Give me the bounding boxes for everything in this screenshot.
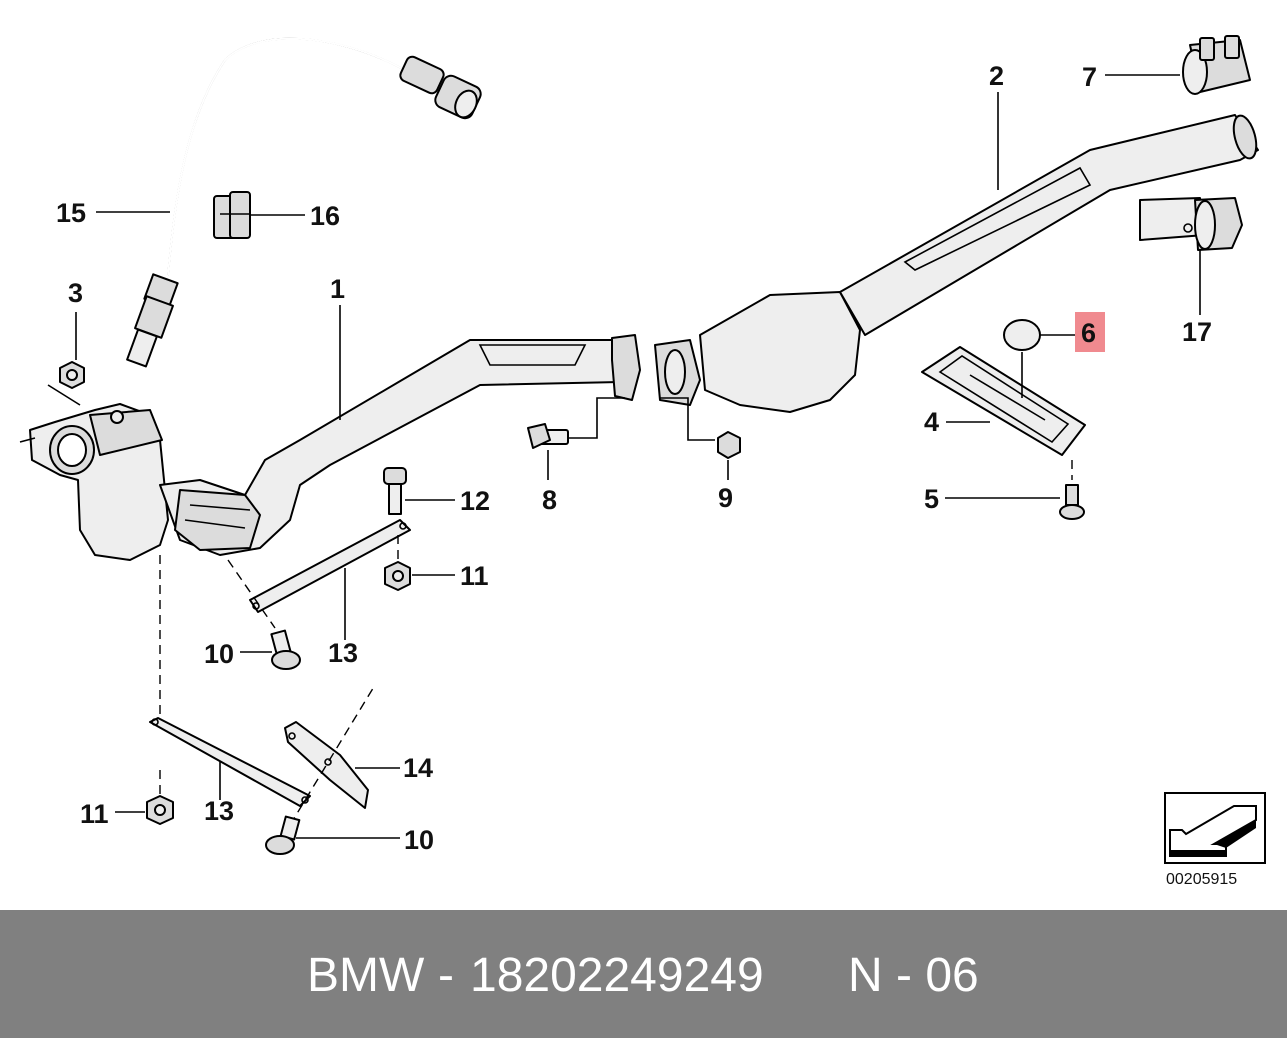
front-catalytic-converter — [19, 384, 169, 561]
rear-catalytic-converter — [699, 114, 1259, 413]
clip-16 — [213, 191, 251, 239]
label-1: 1 — [330, 274, 345, 304]
screw-5 — [945, 460, 1085, 520]
strut-13-lower — [149, 555, 311, 807]
label-4: 4 — [924, 407, 939, 437]
footer-code: N - 06 — [848, 949, 979, 1002]
leader-lines — [96, 74, 1201, 423]
bolt-10-lower — [265, 815, 400, 855]
exhaust-parts-diagram: 1 2 3 4 5 6 7 8 9 10 10 11 11 12 13 13 1… — [19, 35, 1259, 855]
highlight-box — [1075, 312, 1105, 352]
label-11-upper: 11 — [460, 561, 489, 591]
nut-11-lower — [115, 770, 174, 825]
bracket-14 — [284, 684, 400, 826]
heat-shield-4 — [921, 346, 1086, 456]
label-12: 12 — [460, 486, 490, 516]
label-9: 9 — [718, 483, 733, 513]
label-3: 3 — [68, 278, 83, 308]
footer-separator: - — [438, 949, 454, 1002]
bolt-12 — [383, 467, 455, 515]
plug-6 — [1003, 319, 1075, 351]
label-11-lower: 11 — [80, 799, 109, 829]
label-10-upper: 10 — [204, 639, 234, 669]
bolt-8 — [527, 397, 625, 480]
oxygen-sensor — [126, 37, 482, 368]
orientation-reference-box — [1164, 792, 1266, 864]
nut-3 — [59, 312, 85, 389]
label-6: 6 — [1081, 318, 1096, 348]
footer-brand: BMW — [307, 949, 425, 1002]
exhaust-pipe-1 — [159, 339, 621, 556]
nut-9 — [660, 397, 741, 480]
clamp-7 — [1182, 35, 1251, 95]
callout-labels: 1 2 3 4 5 6 7 8 9 10 10 11 11 12 13 13 1… — [56, 61, 1212, 855]
label-7: 7 — [1082, 62, 1097, 92]
nut-11-upper — [384, 535, 455, 591]
footer-part-number: 18202249249 — [470, 949, 764, 1002]
label-2: 2 — [989, 61, 1004, 91]
label-13-upper: 13 — [328, 638, 358, 668]
label-5: 5 — [924, 484, 939, 514]
label-13-lower: 13 — [204, 796, 234, 826]
label-16: 16 — [310, 201, 340, 231]
bolt-10-upper — [227, 559, 301, 670]
strut-13-upper — [249, 519, 411, 640]
label-14: 14 — [403, 753, 433, 783]
direction-arrow-icon — [1169, 805, 1257, 857]
footer-bar: BMW - 18202249249 N - 06 — [0, 910, 1287, 1038]
diagram-reference-number: 00205915 — [1166, 871, 1238, 888]
label-15: 15 — [56, 198, 86, 228]
hanger-17 — [1139, 197, 1243, 251]
label-17: 17 — [1182, 317, 1212, 347]
pipe-flange — [611, 334, 701, 406]
label-8: 8 — [542, 485, 557, 515]
label-10-lower: 10 — [404, 825, 434, 855]
